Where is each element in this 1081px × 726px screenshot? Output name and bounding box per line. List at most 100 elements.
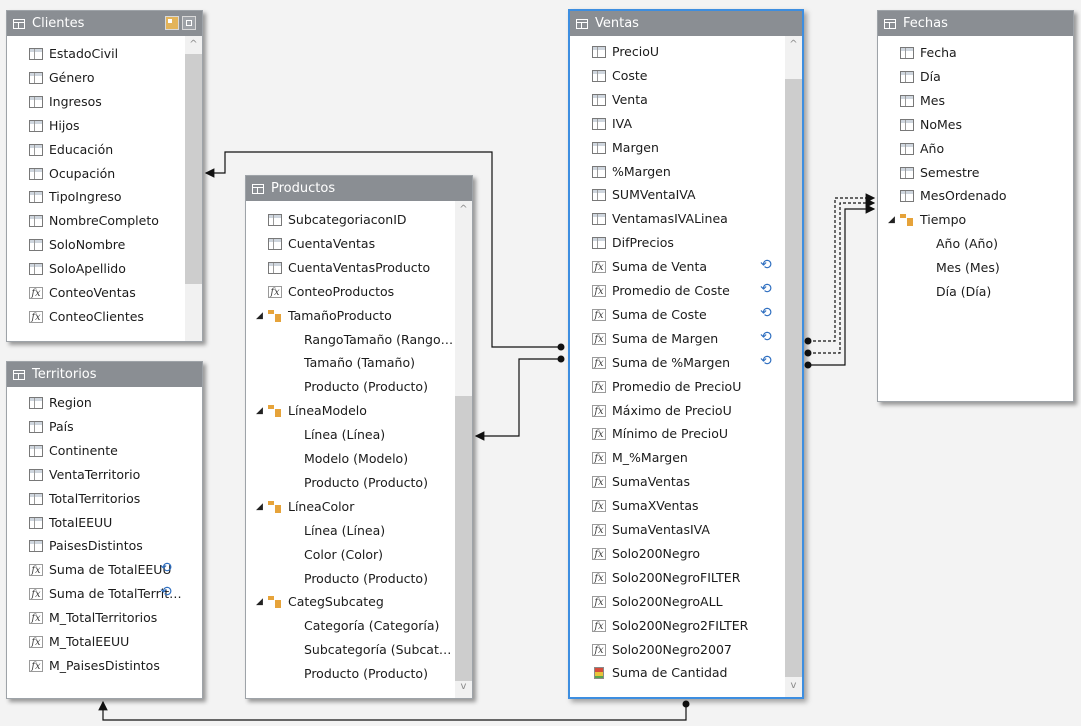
hierarchy-item[interactable]: ◢TamañoProducto: [256, 305, 392, 327]
expand-collapse-icon[interactable]: ◢: [256, 406, 263, 417]
column-item[interactable]: EstadoCivil: [29, 43, 118, 65]
hierarchy-level-item[interactable]: Día (Día): [936, 281, 991, 303]
hierarchy-level-item[interactable]: Línea (Línea): [304, 520, 385, 542]
expand-collapse-icon[interactable]: ◢: [888, 215, 895, 226]
column-item[interactable]: MesOrdenado: [900, 185, 1007, 207]
column-item[interactable]: TotalEEUU: [29, 512, 112, 534]
table-header-clientes[interactable]: Clientes: [7, 11, 202, 36]
hierarchy-level-item[interactable]: Producto (Producto): [304, 472, 428, 494]
column-item[interactable]: Region: [29, 392, 92, 414]
column-item[interactable]: IVA: [592, 113, 632, 135]
rel-ventas-fechas-active[interactable]: [808, 204, 876, 366]
column-item[interactable]: Género: [29, 67, 95, 89]
column-item[interactable]: Coste: [592, 65, 647, 87]
scroll-thumb[interactable]: [185, 54, 202, 284]
column-item[interactable]: CuentaVentas: [268, 233, 375, 255]
hierarchy-level-item[interactable]: Mes (Mes): [936, 257, 1000, 279]
column-item[interactable]: Ocupación: [29, 163, 115, 185]
hierarchy-level-item[interactable]: Producto (Producto): [304, 568, 428, 590]
column-item[interactable]: PrecioU: [592, 41, 659, 63]
column-item[interactable]: PaisesDistintos: [29, 535, 143, 557]
expand-collapse-icon[interactable]: ◢: [256, 501, 263, 512]
column-item[interactable]: SUMVentaIVA: [592, 184, 696, 206]
scroll-up-arrow[interactable]: ^: [459, 204, 468, 215]
column-item[interactable]: Venta: [592, 89, 648, 111]
column-item[interactable]: %Margen: [592, 161, 671, 183]
scrollbar[interactable]: ^ v: [455, 201, 472, 698]
rel-ventas-territorios[interactable]: [98, 700, 687, 721]
hierarchy-level-item[interactable]: RangoTamaño (Rango…: [304, 329, 453, 351]
column-item[interactable]: VentamasIVALinea: [592, 208, 728, 230]
column-item[interactable]: TipoIngreso: [29, 186, 122, 208]
scroll-up-arrow[interactable]: ^: [789, 39, 798, 50]
kpi-item[interactable]: Suma de Cantidad: [592, 662, 727, 684]
column-item[interactable]: NoMes: [900, 114, 962, 136]
hierarchy-item[interactable]: ◢Tiempo: [888, 209, 966, 231]
column-item[interactable]: Ingresos: [29, 91, 102, 113]
column-item[interactable]: Año: [900, 138, 944, 160]
column-item[interactable]: País: [29, 416, 74, 438]
column-item[interactable]: Mes: [900, 90, 945, 112]
column-item[interactable]: CuentaVentasProducto: [268, 257, 430, 279]
table-header-fechas[interactable]: Fechas: [878, 11, 1073, 36]
column-item[interactable]: Margen: [592, 137, 659, 159]
column-item[interactable]: Semestre: [900, 162, 979, 184]
column-item[interactable]: Educación: [29, 139, 113, 161]
hierarchy-item[interactable]: ◢LíneaModelo: [256, 400, 367, 422]
column-item[interactable]: SubcategoriaconID: [268, 209, 407, 231]
column-item[interactable]: Hijos: [29, 115, 80, 137]
scroll-down-arrow[interactable]: v: [460, 681, 467, 692]
hierarchy-item[interactable]: ◢LíneaColor: [256, 496, 354, 518]
column-item[interactable]: SoloNombre: [29, 234, 125, 256]
column-item[interactable]: SoloApellido: [29, 258, 126, 280]
hierarchy-level-item[interactable]: Producto (Producto): [304, 376, 428, 398]
table-header-productos[interactable]: Productos: [246, 176, 472, 201]
scroll-down-arrow[interactable]: v: [790, 680, 797, 691]
hierarchy-level-item[interactable]: Tamaño (Tamaño): [304, 352, 415, 374]
hierarchy-create-button[interactable]: [165, 16, 179, 30]
hierarchy-level-item[interactable]: Color (Color): [304, 544, 383, 566]
rel-ventas-fechas-inactive-1[interactable]: [808, 193, 876, 342]
hierarchy-level-item[interactable]: Categoría (Categoría): [304, 615, 439, 637]
scrollbar[interactable]: ^ v: [785, 36, 802, 697]
hierarchy-level-item[interactable]: Subcategoría (Subcat…: [304, 639, 451, 661]
column-item[interactable]: DifPrecios: [592, 232, 674, 254]
hierarchy-level-item[interactable]: Producto (Producto): [304, 663, 428, 685]
table-header-ventas[interactable]: Ventas: [570, 11, 802, 36]
expand-collapse-icon[interactable]: ◢: [256, 310, 263, 321]
column-item[interactable]: Continente: [29, 440, 118, 462]
scrollbar[interactable]: ^: [185, 36, 202, 341]
column-item[interactable]: VentaTerritorio: [29, 464, 140, 486]
expand-collapse-icon[interactable]: ◢: [256, 597, 263, 608]
scroll-thumb[interactable]: [785, 79, 802, 677]
table-header-territorios[interactable]: Territorios: [7, 362, 202, 387]
rel-ventas-productos[interactable]: [474, 358, 561, 441]
rel-ventas-fechas-inactive-2[interactable]: [808, 198, 876, 354]
column-item[interactable]: TotalTerritorios: [29, 488, 140, 510]
scroll-thumb[interactable]: [455, 396, 472, 681]
maximize-button[interactable]: [182, 16, 196, 30]
